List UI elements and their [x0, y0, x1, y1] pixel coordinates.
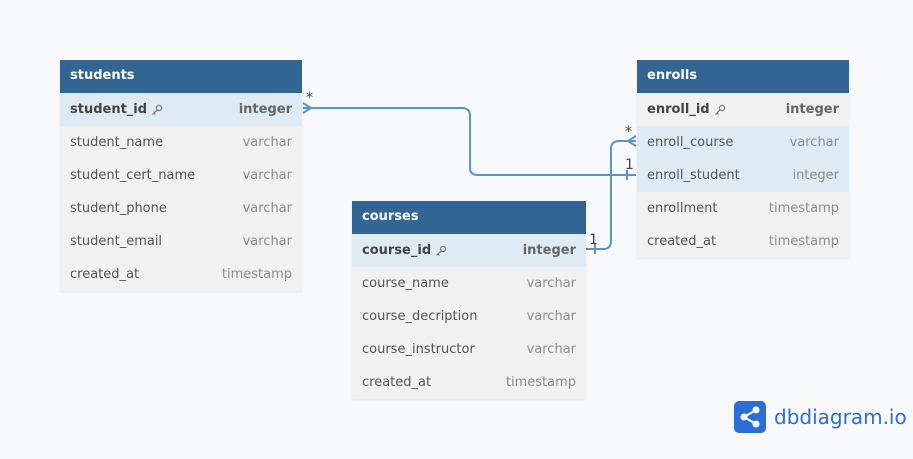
column-name: student_id: [70, 102, 148, 117]
column-name: student_phone: [70, 201, 167, 216]
column-name: enroll_id: [647, 102, 710, 117]
column-type: timestamp: [768, 234, 839, 249]
column-type: varchar: [242, 201, 292, 216]
table-row[interactable]: student_name varchar: [60, 126, 302, 159]
column-type: timestamp: [505, 375, 576, 390]
table-row[interactable]: created_at timestamp: [60, 258, 302, 291]
table-enrolls[interactable]: enrolls enroll_id integer enroll_course v…: [637, 60, 849, 258]
column-type: integer: [792, 168, 839, 183]
column-name: course_instructor: [362, 342, 475, 357]
column-name: student_name: [70, 135, 164, 150]
cardinality-courses-one: 1: [589, 232, 598, 248]
cardinality-enrolls-course-many: *: [625, 124, 632, 140]
table-header-courses[interactable]: courses: [352, 201, 586, 234]
column-name: course_name: [362, 276, 449, 291]
column-name: student_cert_name: [70, 168, 196, 183]
table-row[interactable]: enroll_course varchar: [637, 126, 849, 159]
column-type: varchar: [526, 309, 576, 324]
column-type: integer: [238, 102, 292, 117]
column-name: course_decription: [362, 309, 478, 324]
table-row[interactable]: course_instructor varchar: [352, 333, 586, 366]
column-type: integer: [522, 243, 576, 258]
column-type: varchar: [526, 342, 576, 357]
column-name: enroll_student: [647, 168, 740, 183]
table-header-enrolls[interactable]: enrolls: [637, 60, 849, 93]
column-name: enrollment: [647, 201, 718, 216]
column-type: timestamp: [768, 201, 839, 216]
column-name: student_email: [70, 234, 163, 249]
column-type: integer: [785, 102, 839, 117]
table-row[interactable]: student_phone varchar: [60, 192, 302, 225]
cardinality-enrolls-student-one: 1: [625, 157, 634, 173]
key-icon: [436, 245, 447, 256]
brand-logo[interactable]: dbdiagram.io: [734, 401, 907, 433]
table-row[interactable]: student_cert_name varchar: [60, 159, 302, 192]
table-row[interactable]: student_id integer: [60, 93, 302, 126]
column-type: varchar: [526, 276, 576, 291]
column-name: course_id: [362, 243, 432, 258]
key-icon: [714, 104, 725, 115]
column-name: created_at: [362, 375, 432, 390]
column-type: varchar: [242, 135, 292, 150]
share-icon: [734, 401, 766, 433]
column-type: timestamp: [221, 267, 292, 282]
table-row[interactable]: course_decription varchar: [352, 300, 586, 333]
column-name: enroll_course: [647, 135, 734, 150]
table-row[interactable]: enrollment timestamp: [637, 192, 849, 225]
relation-students-enrolls: [303, 107, 636, 176]
column-type: varchar: [242, 168, 292, 183]
table-row[interactable]: enroll_id integer: [637, 93, 849, 126]
table-row[interactable]: course_name varchar: [352, 267, 586, 300]
column-name: created_at: [647, 234, 717, 249]
table-row[interactable]: enroll_student integer: [637, 159, 849, 192]
table-row[interactable]: created_at timestamp: [637, 225, 849, 258]
cardinality-students-many: *: [306, 90, 313, 106]
table-row[interactable]: created_at timestamp: [352, 366, 586, 399]
column-type: varchar: [789, 135, 839, 150]
brand-name: dbdiagram.io: [774, 405, 907, 429]
table-row[interactable]: student_email varchar: [60, 225, 302, 258]
column-name: created_at: [70, 267, 140, 282]
key-icon: [152, 104, 163, 115]
table-header-students[interactable]: students: [60, 60, 302, 93]
table-row[interactable]: course_id integer: [352, 234, 586, 267]
table-students[interactable]: students student_id integer student_name…: [60, 60, 302, 291]
column-type: varchar: [242, 234, 292, 249]
